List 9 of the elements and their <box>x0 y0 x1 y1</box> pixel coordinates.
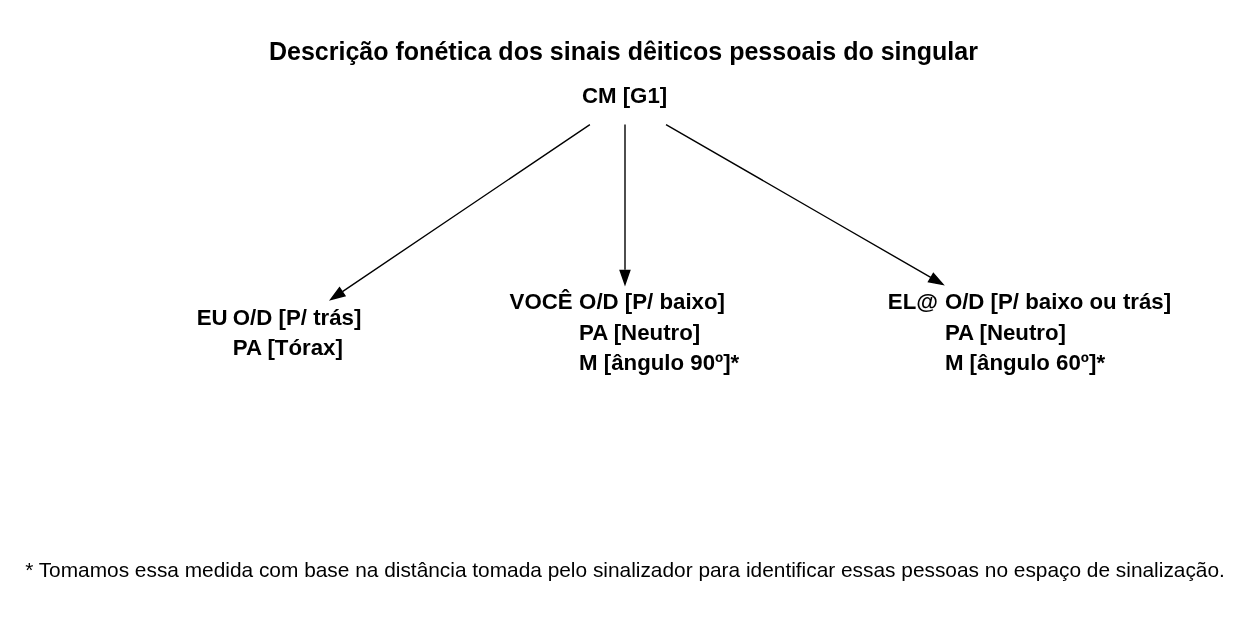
node-text: VOCÊ O/D [P/ baixo] PA [Neutro] M [ângulo 90º]* <box>509 288 740 375</box>
arrow <box>328 123 591 301</box>
arrow <box>665 123 945 286</box>
node-text: EU O/D [P/ trás] PA [Tórax] <box>196 304 362 360</box>
diagram-title: Descrição fonética dos sinais dêiticos pessoais do singular <box>268 36 978 65</box>
node-text: EL@ O/D [P/ baixo ou trás] PA [Neutro] M [ângulo 60º]* <box>887 288 1172 375</box>
caption: * Tomamos essa medida com base na distância tomada pelo sinalizador para identificar essas pessoas no espaço de sinalização. <box>25 557 1225 581</box>
node-text: CM [G1] <box>581 82 668 108</box>
arrow <box>619 123 631 286</box>
